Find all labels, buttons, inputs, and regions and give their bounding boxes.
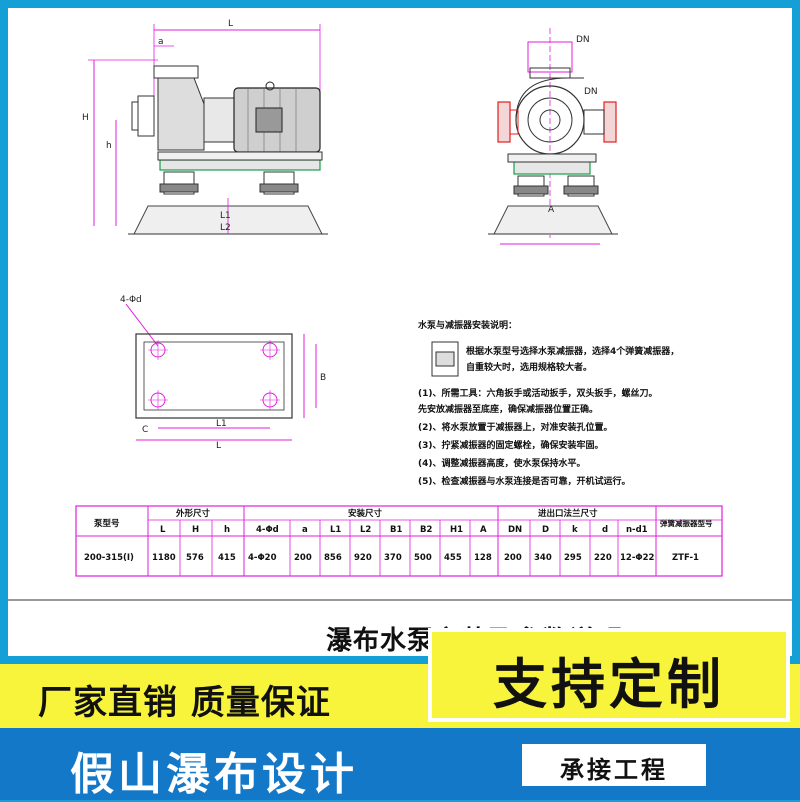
table-cell-isolator: ZTF-1 xyxy=(672,553,699,563)
table-cell-h: 415 xyxy=(218,553,236,563)
custom-badge: 支持定制 xyxy=(428,628,790,722)
front-dn-in: DN xyxy=(584,87,598,97)
table-sub-k: k xyxy=(572,525,578,535)
table-sub-L: L xyxy=(160,525,166,535)
table-cell-L2: 920 xyxy=(354,553,372,563)
table-header-isolator: 弹簧减振器型号 xyxy=(660,518,713,528)
front-dim-A: A xyxy=(548,205,555,215)
side-dim-L: L xyxy=(228,19,233,29)
table-cell-B2: 500 xyxy=(414,553,432,563)
table-sub-holes: 4-Φd xyxy=(256,525,279,535)
table-cell-L: 1180 xyxy=(152,553,176,563)
notes-line-7: (4)、调整减振器高度，使水泵保持水平。 xyxy=(418,457,586,469)
table-sub-D: D xyxy=(542,525,549,535)
table-cell-H: 576 xyxy=(186,553,204,563)
table-cell-model: 200-315(I) xyxy=(84,553,134,563)
table-cell-d: 220 xyxy=(594,553,612,563)
plan-dim-B: B xyxy=(320,373,326,383)
side-dim-H: H xyxy=(82,113,89,123)
notes-line-5: (2)、将水泵放置于减振器上，对准安装孔位置。 xyxy=(418,421,613,433)
plan-dim-C: C xyxy=(142,425,148,435)
plan-holes-label: 4-Φd xyxy=(120,295,142,305)
table-sub-n-d1: n-d1 xyxy=(626,525,648,535)
table-sub-d: d xyxy=(602,525,608,535)
table-header-flange: 进出口法兰尺寸 xyxy=(538,508,598,519)
cad-drawing: L H h a xyxy=(8,19,792,601)
table-cell-H1: 455 xyxy=(444,553,462,563)
table-cell-DN: 200 xyxy=(504,553,522,563)
side-dim-h: h xyxy=(106,141,112,151)
plan-view: 4-Φd L1 L C xyxy=(120,295,326,451)
notes-line-6: (3)、拧紧减振器的固定螺栓，确保安装牢固。 xyxy=(418,439,604,451)
installation-notes: 水泵与减振器安装说明： 根据水泵型号选择水泵减振器，选择4个弹簧减振器， 自重较… xyxy=(418,319,679,487)
table-cell-B1: 370 xyxy=(384,553,402,563)
table-sub-h: h xyxy=(224,525,230,535)
parameter-table: 泵型号 外形尺寸 安装尺寸 进出口法兰尺寸 弹簧减振器型号 L H h 4-Φd… xyxy=(75,505,723,577)
table-cell-k: 295 xyxy=(564,553,582,563)
slogan-direct-sale: 厂家直销 质量保证 xyxy=(38,683,331,723)
notes-line-3: (1)、所需工具：六角扳手或活动扳手，双头扳手，螺丝刀。 xyxy=(418,387,658,399)
notes-line-1: 根据水泵型号选择水泵减振器，选择4个弹簧减振器， xyxy=(466,345,679,357)
notes-line-8: (5)、检查减振器与水泵连接是否可靠，开机试运行。 xyxy=(418,475,631,487)
notes-title: 水泵与减振器安装说明： xyxy=(418,319,517,331)
table-cell-D: 340 xyxy=(534,553,552,563)
side-dim-L1: L1 xyxy=(220,211,231,221)
table-sub-B1: B1 xyxy=(390,525,402,535)
side-dim-L2: L2 xyxy=(220,223,231,233)
table-sub-H1: H1 xyxy=(450,525,463,535)
plan-dim-L: L xyxy=(216,441,221,451)
table-sub-DN: DN xyxy=(508,525,522,535)
table-header-model: 泵型号 xyxy=(94,518,120,529)
table-header-outline: 外形尺寸 xyxy=(175,508,211,519)
banner-main-title: 假山瀑布设计 xyxy=(70,749,358,800)
engineering-badge-label: 承接工程 xyxy=(560,756,668,784)
side-dim-a: a xyxy=(158,37,164,47)
notes-line-4: 先安放减振器至底座，确保减振器位置正确。 xyxy=(418,403,598,415)
table-cell-a: 200 xyxy=(294,553,312,563)
table-sub-L1: L1 xyxy=(330,525,341,535)
plan-dim-L1: L1 xyxy=(216,419,227,429)
front-view: DN DN xyxy=(488,28,618,245)
table-sub-H: H xyxy=(192,525,199,535)
drawing-sheet: L H h a xyxy=(8,8,792,656)
custom-badge-label: 支持定制 xyxy=(493,653,725,716)
engineering-badge: 承接工程 xyxy=(522,744,706,786)
front-dn-out: DN xyxy=(576,35,590,45)
notes-line-2: 自重较大时，选用规格较大者。 xyxy=(466,361,592,373)
table-sub-A: A xyxy=(480,525,487,535)
table-sub-L2: L2 xyxy=(360,525,371,535)
table-cell-A: 128 xyxy=(474,553,492,563)
table-sub-B2: B2 xyxy=(420,525,432,535)
table-cell-holes: 4-Φ20 xyxy=(248,553,277,563)
table-cell-n-d1: 12-Φ22 xyxy=(620,553,654,563)
side-view: L H h a xyxy=(82,19,328,235)
table-sub-a: a xyxy=(302,525,308,535)
table-cell-L1: 856 xyxy=(324,553,342,563)
table-header-install: 安装尺寸 xyxy=(348,508,383,519)
